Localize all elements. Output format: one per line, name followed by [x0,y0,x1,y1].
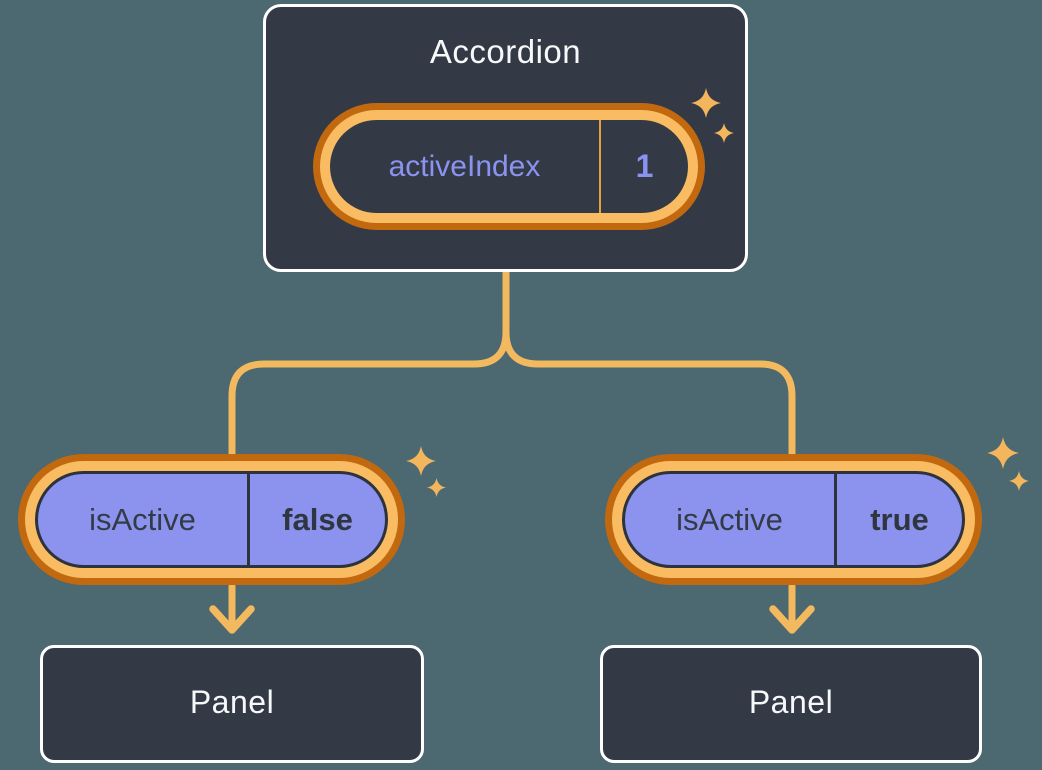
accordion-title: Accordion [429,33,582,70]
sparkle-icon [714,123,734,143]
pill-divider [599,120,601,213]
panel-label: Panel [748,684,834,721]
pill-divider [247,474,250,565]
pill-divider [834,474,837,565]
prop-name: isActive [676,501,783,537]
panel-box-right: Panel [600,645,982,763]
arrow-left-head [209,605,255,634]
state-pill: activeIndex 1 [330,120,688,213]
sparkle-icon [1009,471,1029,491]
sparkle-icon [406,446,436,476]
sparkle-icon [427,478,446,497]
sparkle-icon [987,437,1019,469]
prop-name: isActive [89,501,196,537]
arrow-right-head [769,605,815,634]
branch-right-line [502,268,796,466]
prop-pill-right: isActive true [622,471,965,568]
prop-pill-left: isActive false [35,471,388,568]
state-value: 1 [635,148,654,184]
panel-label: Panel [189,684,275,721]
sparkle-icon [691,88,721,118]
panel-box-left: Panel [40,645,424,763]
branch-left-line [228,268,510,466]
prop-value: false [282,501,353,537]
prop-value: true [870,501,929,537]
state-name: activeIndex [388,149,541,183]
